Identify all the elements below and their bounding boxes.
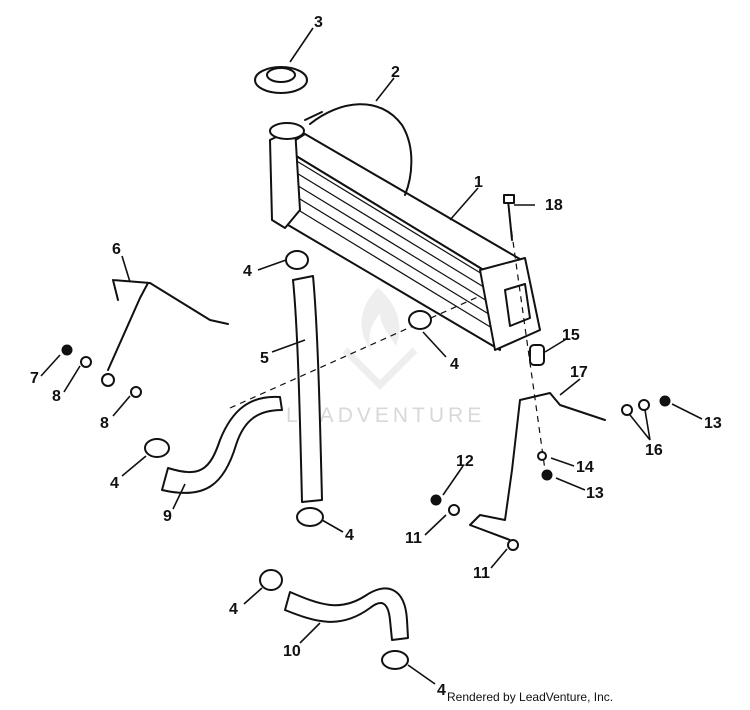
callout-9: 9 [163,508,172,525]
callout-4: 4 [229,601,238,618]
callout-8: 8 [52,388,61,405]
watermark-text: LEADVENTURE [286,404,485,427]
fasteners [61,194,671,551]
bracket-6 [107,279,229,371]
hose-9 [161,395,283,494]
callout-11: 11 [473,565,490,582]
callout-5: 5 [260,350,269,367]
callout-4: 4 [243,263,252,280]
callout-14: 14 [576,459,594,476]
rendered-by-credit: Rendered by LeadVenture, Inc. [447,690,614,704]
callout-13: 13 [704,415,722,432]
callout-4: 4 [345,527,354,544]
callout-11: 11 [405,530,422,547]
callout-labels: 3 2 1 18 4 4 6 5 7 8 8 4 9 4 15 17 13 16… [30,14,722,699]
hose-10 [284,587,409,641]
callout-17: 17 [570,364,588,381]
radiator-cap [254,66,308,94]
callout-10: 10 [283,643,301,660]
hose-5 [292,275,323,503]
callout-13: 13 [586,485,604,502]
filler-neck [269,122,305,140]
overflow-hose [309,103,413,196]
callout-3: 3 [314,14,323,31]
radiator [269,127,541,351]
callout-2: 2 [391,64,400,81]
callout-8: 8 [100,415,109,432]
watermark-flame-logo-icon [342,288,418,390]
reference-line [229,295,481,409]
reference-line-2 [509,219,546,471]
callout-4: 4 [110,475,119,492]
callout-6: 6 [112,241,121,258]
callout-16: 16 [645,442,663,459]
callout-18: 18 [545,197,563,214]
leader-lines [40,27,703,685]
callout-15: 15 [562,327,580,344]
callout-4: 4 [450,356,459,373]
bracket-17 [469,392,606,541]
callout-12: 12 [456,453,474,470]
callout-4: 4 [437,682,446,699]
callout-1: 1 [474,174,483,191]
callout-7: 7 [30,370,39,387]
